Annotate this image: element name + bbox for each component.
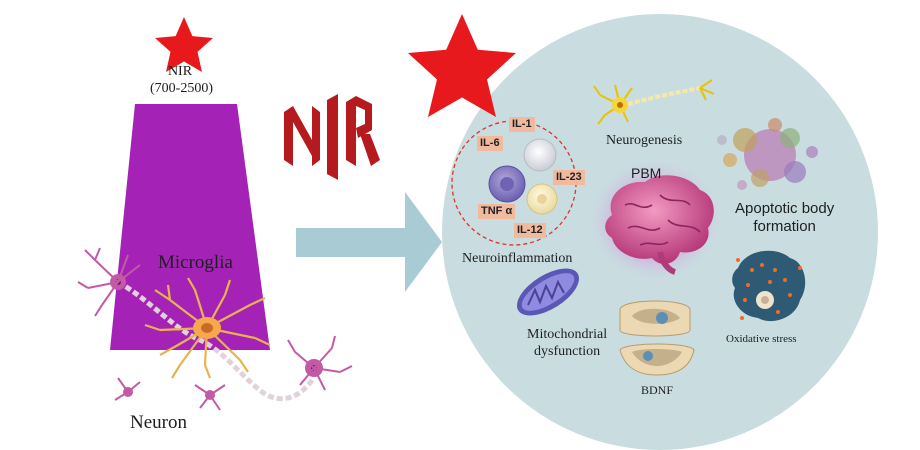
- mito-label-line1: Mitochondrial: [527, 327, 608, 342]
- nir-logo-icon: [284, 94, 380, 180]
- microglia-label: Microglia: [158, 252, 233, 273]
- cytokine-tag: IL-1: [509, 117, 535, 132]
- apoptotic-label-line2: formation: [753, 218, 816, 235]
- mitochondrial-label: Mitochondrial dysfunction: [527, 326, 607, 360]
- cytokine-tag: IL-23: [553, 170, 585, 185]
- brain-icon: [605, 175, 714, 275]
- cytokine-tag: IL-6: [477, 136, 503, 151]
- neuron-label: Neuron: [130, 412, 187, 433]
- neuron-icon: [77, 247, 353, 411]
- apoptotic-label: Apoptotic body formation: [735, 200, 834, 236]
- nir-label-line1: NIR: [167, 64, 193, 79]
- bdnf-icon: [619, 300, 695, 376]
- neuroinflammation-label: Neuroinflammation: [462, 251, 573, 266]
- mito-label-line2: dysfunction: [534, 344, 601, 359]
- mitochondria-icon: [516, 268, 580, 316]
- oxidative-cell-icon: [732, 250, 806, 322]
- nir-wavelength-label: NIR (700-2500): [150, 63, 213, 97]
- neurogenesis-neuron-icon: [593, 79, 715, 125]
- apoptotic-cells-icon: [717, 118, 818, 190]
- oxidative-stress-label: Oxidative stress: [726, 333, 797, 345]
- cytokine-tag: IL-12: [514, 223, 546, 238]
- cytokine-cells: [488, 138, 558, 215]
- star-icon: [155, 17, 213, 72]
- nir-label-line2: (700-2500): [150, 81, 213, 96]
- pbm-label: PBM: [631, 165, 662, 181]
- star-icon: [408, 14, 516, 117]
- arrow-icon: [296, 192, 442, 292]
- neurogenesis-label: Neurogenesis: [606, 133, 683, 148]
- bdnf-label: BDNF: [641, 383, 674, 397]
- microglia-cell-icon: [144, 277, 271, 379]
- nir-light-trapezoid: [110, 104, 270, 350]
- cytokine-tag: TNF α: [478, 204, 516, 219]
- apoptotic-label-line1: Apoptotic body: [735, 200, 835, 217]
